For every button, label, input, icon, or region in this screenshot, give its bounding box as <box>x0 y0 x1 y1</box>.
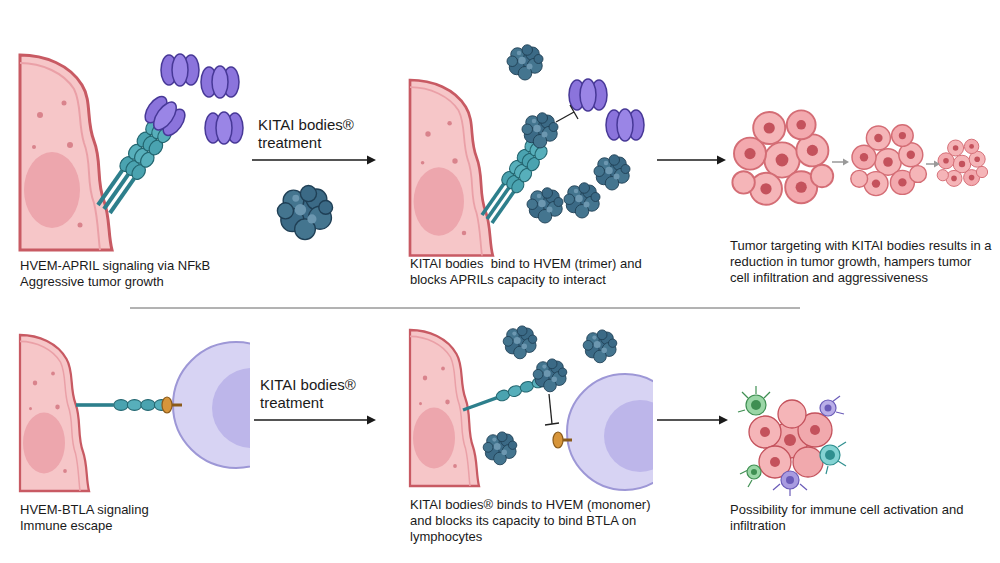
tumor-cell <box>20 55 112 250</box>
btla-receptor <box>553 432 572 448</box>
tumor-cell <box>20 335 89 491</box>
lymphocyte <box>567 374 653 490</box>
panel-caption: KITAI bodies® binds to HVEM (monomer) an… <box>410 497 655 545</box>
arrow-head <box>367 156 376 165</box>
panel-node: HVEM-BTLA signalingImmune escape <box>20 330 252 534</box>
panel-caption: HVEM-APRIL signaling via NFkB <box>20 258 250 274</box>
april-protein <box>140 54 243 144</box>
panel-caption: Aggressive tumor growth <box>20 274 250 290</box>
arrow-head <box>367 416 376 425</box>
edge-label: KITAI bodies® treatment <box>260 376 372 412</box>
panel-node: KITAI bodies® binds to HVEM (monomer) an… <box>378 325 655 545</box>
arrow-head <box>719 416 728 425</box>
panel-node: HVEM-APRIL signaling via NFkBAggressive … <box>20 20 250 290</box>
process-arrow <box>252 156 376 165</box>
kitai-body <box>277 186 332 240</box>
april-protein <box>569 79 644 141</box>
tumor-with-immune-cells <box>738 386 846 496</box>
arrow-line <box>657 419 720 421</box>
panel-caption: Tumor targeting with KITAI bodies result… <box>730 238 994 286</box>
panel-caption: Immune escape <box>20 518 252 534</box>
tumor-cluster <box>732 110 987 204</box>
hvem-trimer <box>93 117 174 216</box>
arrow-head <box>717 156 726 165</box>
arrow-line <box>254 419 368 421</box>
kitai-body <box>483 326 617 465</box>
divider-line <box>130 308 800 309</box>
hvem-monomer <box>76 400 169 411</box>
edge-label: KITAI bodies® treatment <box>258 116 370 152</box>
process-arrow <box>657 156 726 165</box>
panel-node: Tumor targeting with KITAI bodies result… <box>728 110 994 286</box>
panel-node: KITAI bodies bind to HVEM (trimer) and b… <box>378 20 655 288</box>
arrow-line <box>252 159 368 161</box>
lymphocyte <box>173 342 250 468</box>
hvem-monomer <box>461 375 547 415</box>
process-arrow <box>254 416 376 425</box>
tumor-cell <box>410 80 493 256</box>
btla-receptor <box>162 397 182 413</box>
panel-node: Possibility for immune cell activation a… <box>730 360 970 534</box>
process-arrow <box>657 416 728 425</box>
inhibition-line <box>545 394 559 425</box>
small-arrow <box>832 159 940 168</box>
panel-caption: Possibility for immune cell activation a… <box>730 502 970 534</box>
panel-caption: KITAI bodies bind to HVEM (trimer) and b… <box>410 256 655 288</box>
inhibition-line <box>556 105 578 122</box>
arrow-line <box>657 159 718 161</box>
panel-caption: HVEM-BTLA signaling <box>20 502 252 518</box>
